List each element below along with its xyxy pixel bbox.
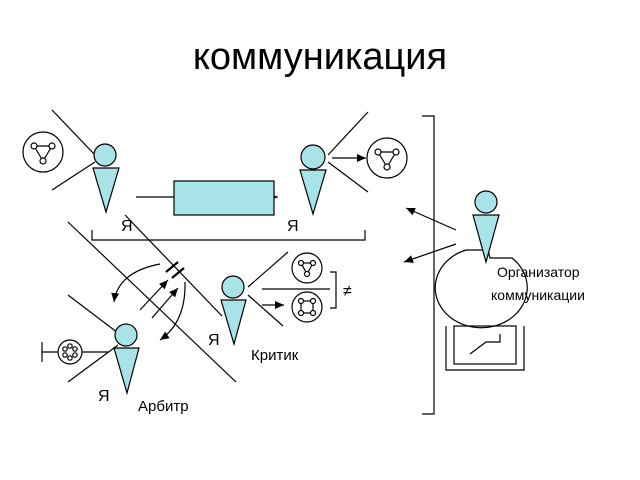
person-head [221, 275, 245, 299]
arbiter-arrow [151, 287, 179, 319]
person-critic [220, 251, 289, 347]
person-body [472, 214, 500, 265]
person-head [300, 144, 326, 170]
person-head [93, 143, 117, 167]
person-head [474, 190, 498, 214]
board-frame [453, 325, 517, 365]
ya-label-left: Я [121, 218, 133, 235]
group-circle-icon [57, 339, 83, 365]
group-icon-critic-lower [291, 291, 323, 323]
person-organizer [434, 190, 528, 329]
compare-bracket [330, 271, 337, 309]
group-circle-icon [291, 291, 323, 323]
not-equal-sign: ≠ [343, 283, 352, 300]
arbiter-label: Арбитр [138, 398, 189, 415]
view-line [327, 111, 369, 156]
person-arbiter [67, 294, 140, 396]
person-head [114, 323, 138, 347]
cross-tick [165, 261, 179, 273]
group-circle-icon [22, 131, 64, 173]
curved-arrow-left [111, 263, 161, 303]
ya-label-arbiter: Я [98, 388, 110, 405]
view-line [51, 109, 96, 156]
board-base [445, 326, 525, 371]
view-line [247, 251, 289, 288]
person-body [220, 299, 247, 347]
organizer-label-line1: Организатор [497, 264, 580, 280]
group-circle-icon [291, 252, 323, 284]
group-triangle-icon [32, 145, 54, 163]
organizer-label-line2: коммуникации [491, 287, 585, 303]
view-line [51, 161, 96, 191]
view-line [247, 294, 284, 327]
board-switch [469, 334, 501, 355]
view-line [67, 294, 119, 334]
plane-line [67, 221, 237, 383]
group-circle-icon [366, 137, 408, 179]
person-top-left [51, 109, 120, 215]
ya-label-critic: Я [208, 332, 220, 349]
group-triangle-icon [376, 151, 398, 169]
group-icon-critic-upper [291, 252, 323, 284]
message-box [173, 180, 275, 216]
person-body [113, 347, 140, 396]
view-line [327, 161, 369, 193]
person-body [92, 167, 120, 215]
group-icon-arbiter [41, 339, 108, 365]
organizer-board [445, 325, 525, 371]
view-line [67, 344, 119, 383]
organizer-arrow-down [403, 243, 457, 263]
organizer-pie [434, 249, 528, 329]
ya-label-right: Я [287, 218, 299, 235]
group-icon-top-right [366, 137, 408, 179]
cross-tick [171, 267, 185, 279]
organizer-arrow-up [405, 207, 457, 231]
curved-arrow-right [159, 281, 186, 341]
group-icon-top-left [22, 131, 64, 173]
page-title: коммуникация [192, 36, 448, 78]
organizer-bracket [422, 115, 435, 415]
critic-label: Критик [251, 347, 299, 364]
arbiter-arrow [139, 279, 169, 311]
person-top-right [299, 111, 369, 217]
pair-bracket [91, 230, 366, 241]
person-body [299, 169, 327, 217]
